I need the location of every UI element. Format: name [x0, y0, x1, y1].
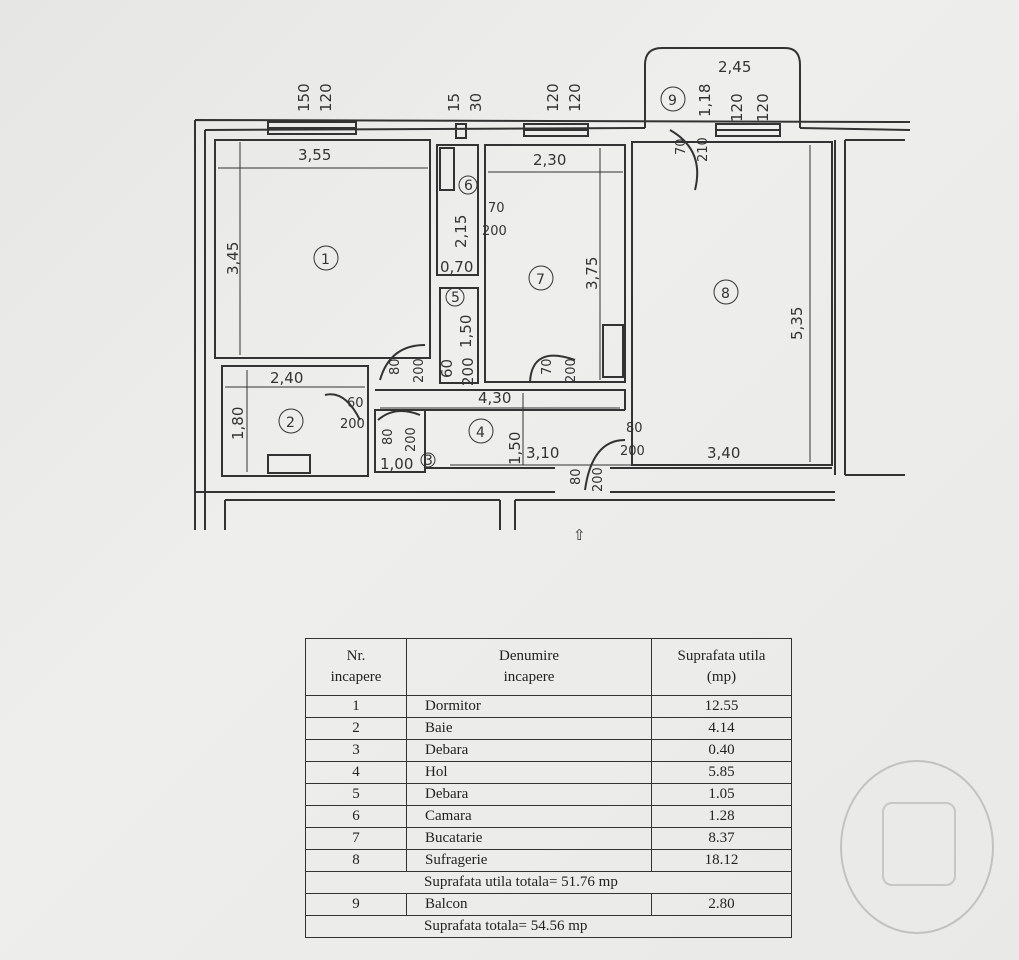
room-number-2: 2 — [286, 415, 295, 431]
dim-r1-height: 3,45 — [224, 242, 242, 275]
dim-balcony-width: 2,45 — [718, 58, 751, 76]
door-8-height: 200 — [620, 444, 645, 459]
shelf-fixture — [439, 147, 455, 191]
room-6 — [436, 144, 479, 276]
room-3 — [374, 409, 426, 473]
dimension-lines — [218, 142, 830, 472]
window-width: 120 — [544, 83, 562, 112]
room-7 — [484, 144, 626, 383]
door-5-height: 200 — [459, 357, 477, 386]
room-number-6: 6 — [464, 178, 473, 194]
window-height: 120 — [317, 83, 335, 112]
bathtub-fixture — [267, 454, 311, 474]
dim-r6-height: 2,15 — [452, 215, 470, 248]
subtotal-row: Suprafata utila totala= 51.76 mp — [305, 871, 792, 894]
balcony-door-height: 210 — [696, 137, 711, 162]
total-row: Suprafata totala= 54.56 mp — [305, 915, 792, 938]
dim-hall-width: 4,30 — [478, 389, 511, 407]
dim-r7-width: 2,30 — [533, 151, 566, 169]
floor-plan: 1 2 3 4 5 6 7 8 9 3,55 3,45 2,40 1,80 2,… — [194, 47, 911, 544]
window-width: 120 — [728, 93, 746, 122]
dim-r5-height: 1,50 — [457, 315, 475, 348]
header-area: Suprafata utila(mp) — [651, 638, 792, 696]
header-nr: Nr.incapere — [305, 638, 407, 696]
door-3-height: 200 — [404, 427, 419, 452]
balcony — [644, 47, 801, 128]
room-5 — [439, 287, 479, 384]
door-1-width: 80 — [388, 358, 403, 375]
dim-hall-width2: 3,10 — [526, 444, 559, 462]
room-number-9: 9 — [668, 93, 677, 109]
dim-r7-height: 3,75 — [583, 257, 601, 290]
room-number-4: 4 — [476, 425, 485, 441]
door-1-height: 200 — [412, 358, 427, 383]
dim-r6-width: 0,70 — [440, 258, 473, 276]
window-width: 15 — [445, 93, 463, 112]
dim-r8-width: 3,40 — [707, 444, 740, 462]
door-5-width: 60 — [438, 359, 456, 378]
room-4-hall — [375, 389, 832, 469]
outer-wall — [194, 119, 911, 530]
door-6-height: 200 — [482, 224, 507, 239]
stove-fixture — [602, 324, 624, 378]
door-7-width: 70 — [540, 358, 555, 375]
room-number-5: 5 — [451, 290, 460, 306]
dim-r2-width: 2,40 — [270, 369, 303, 387]
dim-r1-width: 3,55 — [298, 146, 331, 164]
door-6-width: 70 — [488, 201, 505, 216]
door-arc — [324, 129, 699, 491]
room-number-1: 1 — [321, 252, 330, 268]
room-1 — [214, 139, 431, 359]
window-width: 150 — [295, 83, 313, 112]
dim-balcony-depth: 1,18 — [696, 84, 714, 117]
entry-arrow-icon: ⇧ — [573, 526, 586, 544]
official-stamp — [840, 760, 994, 934]
window-height: 120 — [566, 83, 584, 112]
room-number-8: 8 — [721, 286, 730, 302]
window-height: 120 — [754, 93, 772, 122]
entry-door-width: 80 — [569, 468, 584, 485]
door-2-height: 200 — [340, 417, 365, 432]
balcony-door-width: 70 — [674, 138, 689, 155]
door-2-width: 60 — [347, 396, 364, 411]
door-7-height: 200 — [564, 358, 579, 383]
dim-hall-height: 1,50 — [506, 432, 524, 465]
window-height: 30 — [467, 93, 485, 112]
dim-r8-height: 5,35 — [788, 307, 806, 340]
room-number-3: 3 — [424, 453, 433, 469]
room-number-7: 7 — [536, 272, 545, 288]
dim-r3-width: 1,00 — [380, 455, 413, 473]
window — [455, 123, 467, 139]
room-8 — [631, 141, 833, 466]
room-2 — [221, 365, 369, 477]
entry-door-height: 200 — [591, 467, 606, 492]
dim-r2-height: 1,80 — [229, 407, 247, 440]
door-8-width: 80 — [626, 421, 643, 436]
door-3-width: 80 — [381, 428, 396, 445]
